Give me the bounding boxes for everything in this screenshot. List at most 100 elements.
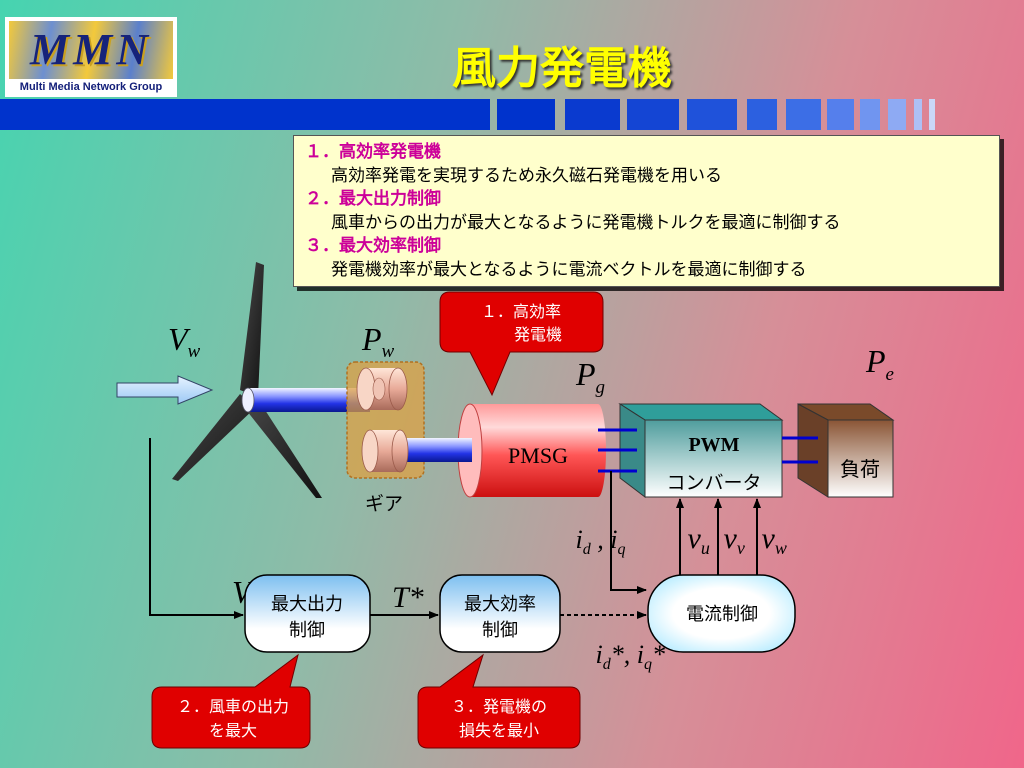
control-block-label: 電流制御 [686,604,758,625]
header-bar-block [747,99,777,130]
generator-shaft [400,438,472,462]
gear-upper-end [388,367,408,411]
gear-upper-hub [372,377,386,401]
gear-lower-face [361,429,379,473]
phase-voltage-w-symbol: vw [724,522,809,561]
load-front [827,419,894,498]
summary-heading: ３．最大効率制御 [305,236,441,256]
signal-arrows [149,438,761,619]
header-bar-block [888,99,906,130]
symbol-main: V [168,321,191,357]
symbol-main: P [361,321,382,357]
symbol-main: i [576,525,583,554]
generator-power-symbol: Pg [536,356,629,400]
turbine-blade [243,393,322,498]
header-bar-block [929,99,935,130]
header-bar-block [914,99,922,130]
callout-line-2: 損失を最小 [459,721,539,740]
header-bar-block [687,99,737,130]
converter-label-1: PWM [688,434,739,456]
header-bar-block [497,99,555,130]
symbol-main: v [762,522,776,555]
converter-top [618,403,784,421]
callout-bubble [417,653,581,749]
wind-arrow [116,375,214,405]
summary-heading: ２．最大出力制御 [305,189,441,209]
torque-reference-symbol: T* [392,581,424,614]
summary-box: １．高効率発電機 高効率発電を実現するため永久磁石発電機を用いる ２．最大出力制… [293,135,1000,287]
callout-line-1: １．高効率 [481,302,561,321]
summary-item: １．高効率発電機 高効率発電を実現するため永久磁石発電機を用いる [305,141,999,188]
header-bar-block [786,99,821,130]
wind-speed-symbol: Vw [128,321,224,364]
load-label: 負荷 [840,457,880,481]
header-bar-block [627,99,679,130]
callout-line-2: 発電機 [514,325,562,344]
header-bar-block [860,99,880,130]
symbol-sub: w [775,538,787,558]
summary-text: 風車からの出力が最大となるように発電機トルクを最適に制御する [331,212,841,233]
symbol-main: i [596,640,603,669]
summary-item: ３．最大効率制御 発電機効率が最大となるように電流ベクトルを最適に制御する [305,235,999,282]
symbol-sub: g [596,377,606,398]
symbol-sub: e [886,364,894,385]
wind-power-symbol: Pw [322,321,418,364]
phase-voltage-u-symbol: vu [650,522,732,561]
max-efficiency-control-block: 最大効率 制御 [439,574,561,653]
control-block-label-2: 制御 [289,620,325,641]
summary-heading: １．高効率発電機 [305,142,441,162]
turbine-hub [241,387,255,413]
symbol-sub: q [644,656,652,673]
symbol-sub: u [701,538,710,558]
current-feedback-arrow [610,471,647,594]
callout-line-2: を最大 [209,721,257,740]
symbol-sub: w [382,341,395,362]
header-bar-block [827,99,854,130]
control-block-shape [647,574,796,653]
logo-caption: Multi Media Network Group [19,81,163,93]
callout-min-loss: ３．発電機の 損失を最小 [417,653,581,749]
logo-mark: MMN [9,21,173,79]
wind-speed-signal-arrow [149,438,244,619]
symbol-sub: d [603,656,612,673]
symbol-main: v [688,522,702,555]
callout-bubble [439,291,604,397]
callout-max-power: ２．風車の出力 を最大 [151,653,311,749]
symbol-separator: , [591,525,611,554]
symbol-sub: q [617,541,625,558]
symbol-main: i [610,525,617,554]
symbol-main: P [575,356,596,392]
max-power-control-block: 最大出力 制御 [244,574,371,653]
callout-line-1: ３．発電機の [451,697,547,716]
summary-text: 高効率発電を実現するため永久磁石発電機を用いる [331,165,722,186]
converter-label-2: コンバータ [666,472,761,494]
phase-voltage-v-symbol: vv [686,522,767,561]
control-block-label-1: 最大効率 [464,594,536,615]
converter-front [644,419,783,498]
current-control-block: 電流制御 [647,574,796,653]
converter-load-wires [782,436,818,464]
header-bar-block [565,99,620,130]
symbol-main: i [637,640,644,669]
turbine-blade [240,262,264,397]
header-bar [0,99,935,130]
symbol-star: * [652,640,665,669]
pmsg-generator: PMSG [457,403,606,498]
control-block-shape [439,574,561,653]
control-block-shape [244,574,371,653]
logo: MMN Multi Media Network Group [5,17,177,97]
gear-upper-face [356,367,376,411]
generator-label: PMSG [508,443,568,468]
gear-label: ギア [365,493,403,515]
summary-item: ２．最大出力制御 風車からの出力が最大となるように発電機トルクを最適に制御する [305,188,999,235]
symbol-sub: w [188,341,201,362]
current-references-symbol: id*, iq* [563,640,684,673]
generator-converter-wires [598,428,637,473]
gear-lower-end [391,429,409,473]
symbol-sub: v [737,538,745,558]
turbine-blade [172,394,256,481]
control-block-label-1: 最大出力 [271,594,343,615]
measured-currents-symbol: id , iq [543,525,645,560]
callout-bubble [151,653,311,749]
